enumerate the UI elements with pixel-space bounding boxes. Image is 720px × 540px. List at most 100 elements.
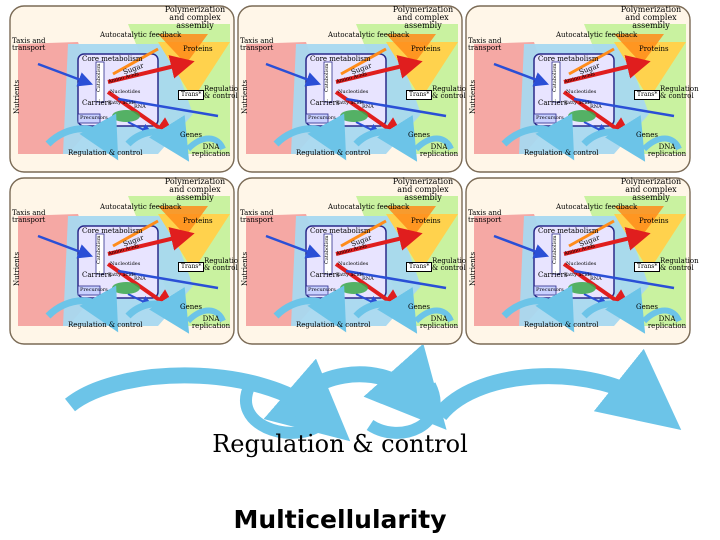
cell-diagram [9, 177, 235, 345]
regulation-bottom-label: Regulation & control [296, 149, 371, 157]
orange-arrow [568, 219, 615, 248]
taxis-label: Taxis and transport [468, 209, 502, 224]
nutrients-label: Nutrients [469, 79, 477, 114]
core-metabolism-label: Core metabolism [310, 55, 371, 63]
multicellular-arrows [65, 345, 682, 442]
autocatalytic-label: Autocatalytic feedback [100, 203, 182, 211]
orange-arrow [112, 219, 159, 248]
autocatalytic-label: Autocatalytic feedback [556, 203, 638, 211]
catabolism-label: Catabolism [96, 235, 102, 264]
cyan-loop-1 [273, 285, 347, 333]
cell-diagram [465, 177, 691, 345]
precursors-label: Precursors [536, 287, 564, 293]
catabolism-bar [95, 233, 105, 275]
dna-replication-label: DNA replication [191, 315, 231, 330]
blue-arrow-2 [573, 269, 675, 290]
red-arrow-1 [563, 227, 651, 256]
cyan-loop-2 [581, 287, 646, 334]
rna-label: RNA [362, 104, 374, 110]
dna-replication-label: DNA replication [191, 143, 231, 158]
rna-label: RNA [590, 276, 602, 282]
cyan-loop-1 [501, 113, 575, 161]
regulation-title: Regulation & control [212, 430, 468, 458]
cell-grid: Polymerization and complex assembly Auto… [9, 4, 699, 345]
trans-label: Trans* [178, 262, 205, 272]
green-blob [568, 282, 596, 294]
big-arrow-right [433, 348, 682, 430]
trans-label: Trans* [634, 90, 661, 100]
orange-arrow [112, 47, 159, 76]
catabolism-label: Catabolism [324, 63, 330, 92]
taxis-label: Taxis and transport [240, 37, 274, 52]
catabolism-bar [551, 61, 561, 103]
inner-loop-right [366, 382, 441, 439]
green-blob [112, 282, 140, 294]
regulation-bottom-label: Regulation & control [524, 149, 599, 157]
polymerization-label: Polymerization and complex assembly [392, 177, 454, 202]
fatty-acids-label: Fatty acids [336, 272, 364, 278]
polymerization-label: Polymerization and complex assembly [620, 177, 682, 202]
core-metabolism-label: Core metabolism [538, 55, 599, 63]
regulation-bottom-label: Regulation & control [68, 321, 143, 329]
blue-arrow-1 [37, 234, 94, 259]
trans-label: Trans* [406, 90, 433, 100]
dna-replication-label: DNA replication [419, 315, 459, 330]
regulation-control-label: Regulation & control [660, 257, 699, 272]
nutrients-label: Nutrients [241, 251, 249, 286]
blue-arrow-2 [345, 97, 447, 118]
autocatalytic-label: Autocatalytic feedback [100, 31, 182, 39]
catabolism-bar [323, 233, 333, 275]
regulation-control-label: Regulation & control [204, 257, 243, 272]
cyan-loop-2 [581, 115, 646, 162]
cyan-loop-2 [125, 115, 190, 162]
big-arrow-center [282, 345, 447, 430]
dna-replication-label: DNA replication [647, 315, 687, 330]
fatty-acids-label: Fatty acids [336, 100, 364, 106]
trans-label: Trans* [178, 90, 205, 100]
trans-label: Trans* [406, 262, 433, 272]
taxis-label: Taxis and transport [468, 37, 502, 52]
carriers-label: Carriers [82, 99, 112, 107]
orange-wedge [386, 34, 436, 64]
taxis-label: Taxis and transport [240, 209, 274, 224]
green-blob [568, 110, 596, 122]
blue-arrow-1 [493, 234, 550, 259]
fatty-acids-label: Fatty acids [108, 100, 136, 106]
rna-label: RNA [134, 276, 146, 282]
cell-panel-2: Polymerization and complex assembly Auto… [236, 4, 471, 174]
cyan-loop-2 [125, 287, 190, 334]
proteins-label: Proteins [183, 45, 213, 53]
orange-arrow [340, 47, 387, 76]
orange-wedge [158, 34, 208, 64]
precursors-label: Precursors [536, 115, 564, 121]
precursors-label: Precursors [80, 287, 108, 293]
nutrients-label: Nutrients [13, 251, 21, 286]
nucleotides-label: Nucleotides [338, 261, 369, 267]
carriers-label: Carriers [538, 271, 568, 279]
core-metabolism-label: Core metabolism [82, 55, 143, 63]
proteins-label: Proteins [411, 217, 441, 225]
fatty-acids-label: Fatty acids [108, 272, 136, 278]
cyan-loop-3 [413, 135, 454, 152]
autocatalytic-label: Autocatalytic feedback [556, 31, 638, 39]
blue-arrow-2 [345, 269, 447, 290]
cyan-loop-2 [353, 115, 418, 162]
catabolism-bar [95, 61, 105, 103]
green-blob [340, 282, 368, 294]
precursors-label: Precursors [80, 115, 108, 121]
nutrients-label: Nutrients [469, 251, 477, 286]
polymerization-label: Polymerization and complex assembly [164, 177, 226, 202]
regulation-control-label: Regulation & control [432, 85, 471, 100]
rna-label: RNA [590, 104, 602, 110]
orange-wedge [158, 206, 208, 236]
catabolism-bar [323, 61, 333, 103]
regulation-control-label: Regulation & control [432, 257, 471, 272]
orange-wedge [386, 206, 436, 236]
nutrients-label: Nutrients [241, 79, 249, 114]
nucleotides-label: Nucleotides [566, 89, 597, 95]
catabolism-bar [551, 233, 561, 275]
genes-label: Genes [408, 131, 430, 139]
blue-arrow-2 [573, 97, 675, 118]
cyan-loop-1 [501, 285, 575, 333]
polymerization-label: Polymerization and complex assembly [620, 5, 682, 30]
